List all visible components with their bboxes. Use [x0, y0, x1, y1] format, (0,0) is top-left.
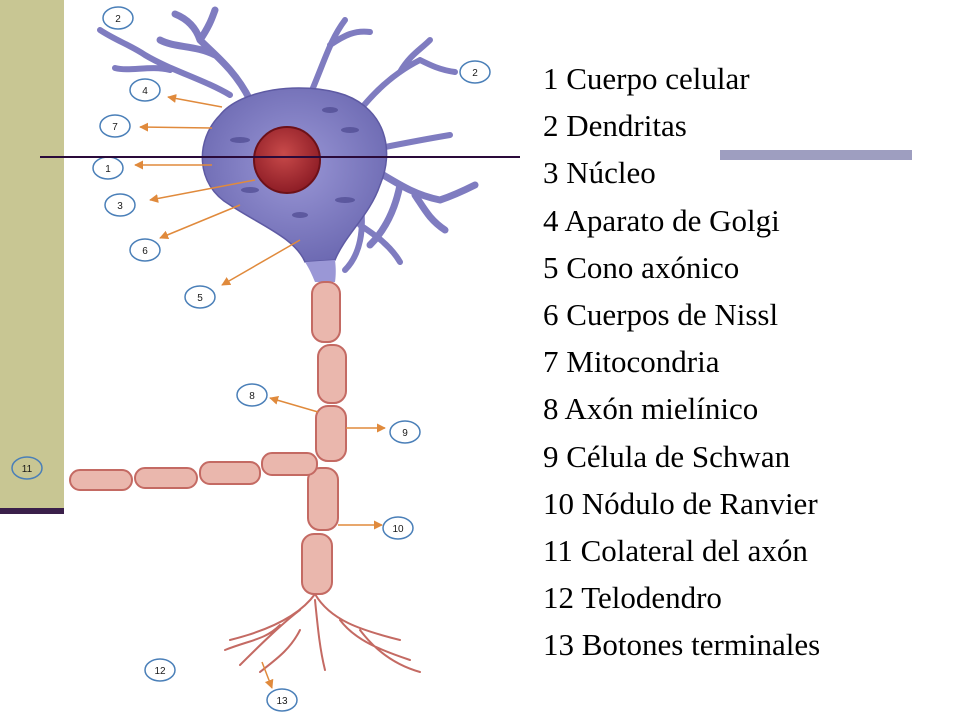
callout-8-text: 8: [249, 391, 255, 402]
divider-bar-right: [720, 150, 912, 160]
legend-item-6: 6 Cuerpos de Nissl: [543, 297, 779, 333]
legend-item-7: 7 Mitocondria: [543, 344, 720, 380]
callout-12: [144, 658, 176, 682]
callout-13-text: 13: [276, 696, 288, 707]
left-band-base-line: [0, 508, 64, 514]
callout-2-right-text: 2: [472, 68, 478, 79]
callout-7-text: 7: [112, 122, 118, 133]
callout-2-top: [102, 6, 134, 30]
myelinated-axon: [301, 281, 347, 595]
callout-9-text: 9: [402, 428, 408, 439]
callout-6-text: 6: [142, 246, 148, 257]
legend-item-1: 1 Cuerpo celular: [543, 61, 750, 96]
callout-2-right: [459, 60, 491, 84]
axon-collateral: [69, 452, 318, 491]
callout-10-text: 10: [392, 524, 404, 535]
legend-item-5: 5 Cono axónico: [543, 249, 740, 285]
callout-10: [382, 516, 414, 540]
telodendron: [224, 593, 421, 673]
left-decorative-band: [0, 0, 64, 512]
callout-6: [129, 238, 161, 262]
callout-11-text: 11: [22, 464, 33, 475]
callout-7: [99, 114, 131, 138]
callout-2-top-text: 2: [115, 14, 121, 25]
callout-9: [389, 420, 421, 444]
axon-hillock: [305, 260, 336, 282]
legend-item-11: 11 Colateral del axón: [543, 533, 808, 569]
callout-labels: 2 2 4 7 1 3 6 5 8 9 11 10 12 13: [11, 6, 491, 712]
legend-item-2: 2 Dendritas: [543, 108, 687, 144]
dendrites: [97, 6, 479, 273]
callout-3-text: 3: [117, 201, 123, 212]
callout-4: [129, 78, 161, 102]
callout-1-text: 1: [105, 164, 111, 175]
legend-item-3: 3 Núcleo: [543, 155, 656, 191]
legend-item-8: 8 Axón mielínico: [543, 391, 759, 427]
callout-12-text: 12: [154, 666, 166, 677]
nucleus: [253, 126, 321, 194]
legend-list: 1 Cuerpo celular 2 Dendritas 3 Núcleo 4 …: [543, 55, 820, 669]
callout-11: [11, 456, 43, 480]
callout-3: [104, 193, 136, 217]
callout-5-text: 5: [197, 293, 203, 304]
callout-13: [266, 688, 298, 712]
callout-4-text: 4: [142, 86, 148, 97]
legend-item-10: 10 Nódulo de Ranvier: [543, 485, 818, 521]
legend-item-9: 9 Célula de Schwan: [543, 438, 791, 474]
legend-item-13: 13 Botones terminales: [543, 627, 821, 663]
legend-item-4: 4 Aparato de Golgi: [543, 202, 780, 238]
callout-5: [184, 285, 216, 309]
callout-8: [236, 383, 268, 407]
nissl-bodies: [230, 107, 359, 218]
legend-item-12: 12 Telodendro: [543, 580, 722, 616]
callout-arrows: [134, 94, 386, 689]
divider-line-left: [40, 156, 520, 158]
